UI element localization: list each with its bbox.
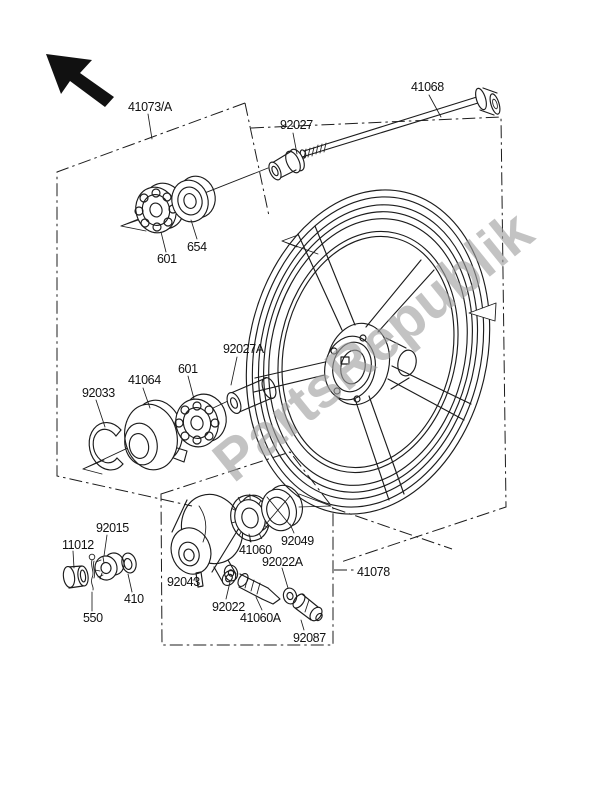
part-label-41060A: 41060A (240, 611, 282, 625)
part-label-92022: 92022 (212, 600, 245, 614)
hub-cap-11012 (62, 565, 89, 589)
part-label-41073/A: 41073/A (128, 100, 173, 114)
part-label-92027A: 92027A (223, 342, 265, 356)
wheel (245, 189, 497, 515)
part-label-410: 410 (124, 592, 144, 606)
part-label-41078: 41078 (357, 565, 390, 579)
part-label-601: 601 (178, 362, 198, 376)
part-label-92087: 92087 (293, 631, 326, 645)
group-box-wheel (250, 116, 507, 563)
part-label-601: 601 (157, 252, 177, 266)
axle-41068 (299, 87, 501, 159)
part-label-11012: 11012 (62, 538, 94, 552)
group-box-41073 (56, 102, 270, 507)
part-label-41060: 41060 (239, 543, 272, 557)
spacer-92027 (268, 148, 305, 181)
wheel-spokes (253, 225, 472, 501)
screw-92087 (292, 593, 323, 622)
part-label-92022A: 92022A (262, 555, 304, 569)
speedo-housing (170, 493, 244, 586)
part-label-41068: 41068 (411, 80, 444, 94)
seal-654 (171, 175, 216, 223)
wheel-direction-arrows (281, 234, 497, 322)
seal-92049 (261, 484, 332, 532)
part-labels: 41073/A 41068 92027 654 601 92027A 601 41064 920… (62, 80, 445, 645)
part-label-41064: 41064 (128, 373, 161, 387)
group-box-41078 (160, 451, 453, 646)
part-label-550: 550 (83, 611, 103, 625)
circlip-92033 (88, 421, 124, 471)
shaft-41060a (237, 573, 281, 605)
bearing-601-mid (174, 393, 227, 448)
washer-410 (121, 552, 137, 574)
part-label-92043: 92043 (167, 575, 200, 589)
cotter-pin-550 (88, 553, 96, 591)
part-label-654: 654 (187, 240, 207, 254)
leader-lines (72, 94, 442, 631)
part-label-92015: 92015 (96, 521, 129, 535)
part-label-92033: 92033 (82, 386, 115, 400)
pin-92043 (195, 571, 204, 588)
washer-92022a (282, 587, 298, 605)
part-label-92049: 92049 (281, 534, 314, 548)
washer-92022 (223, 564, 239, 582)
spacer-92027a (226, 376, 277, 415)
receiver-41064 (124, 399, 188, 471)
castle-nut-92015 (94, 552, 125, 581)
wheel-hub (324, 322, 417, 406)
direction-arrow-icon (46, 54, 114, 107)
part-label-92027: 92027 (280, 118, 313, 132)
